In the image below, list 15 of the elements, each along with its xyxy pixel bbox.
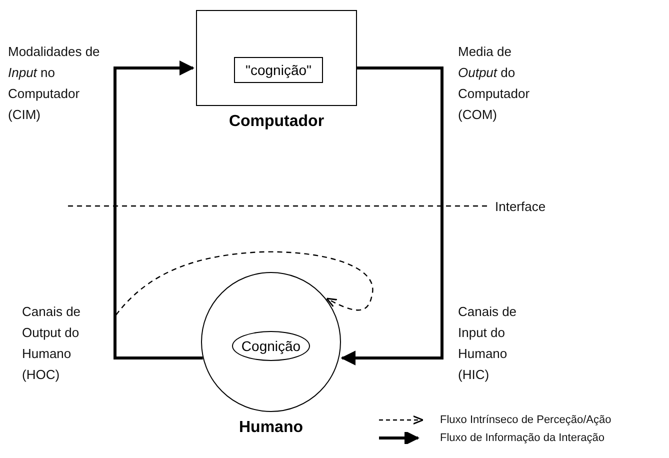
arrow (116, 251, 374, 316)
node-heading: Computador (228, 113, 324, 131)
annotation-text: Canais de Input do Humano (HIC) (458, 303, 518, 384)
annotation-text: Canais de Output do Humano (HOC) (22, 303, 82, 384)
annotation-text: Modalidades de Input no Computador (CIM) (8, 43, 101, 124)
legend-text: Fluxo de Informação da Interação (440, 431, 604, 446)
arrow (340, 66, 444, 366)
cognition-box (234, 57, 323, 83)
legend-text: Fluxo Intrínseco de Perceção/Ação (440, 413, 612, 428)
annotation-text: Interface (495, 198, 547, 216)
arrow (114, 60, 203, 360)
annotation-text: Media de Output do Computador (COM) (458, 43, 531, 124)
node-heading: Humano (239, 419, 303, 437)
node-label: Cognição (241, 338, 301, 354)
node-label: "cognição" (246, 62, 312, 78)
